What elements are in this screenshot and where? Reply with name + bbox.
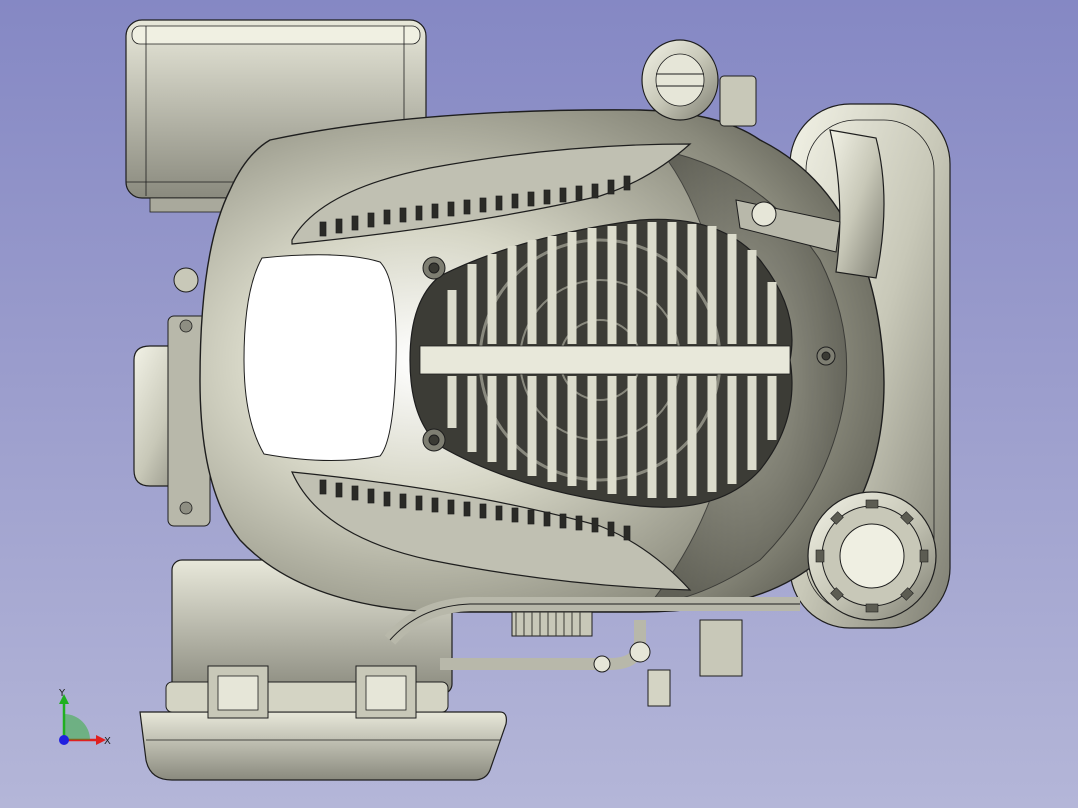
orientation-triad: Y X — [58, 688, 111, 747]
shroud-bolts — [422, 256, 836, 452]
upper-vent-slots — [319, 175, 631, 237]
z-axis-marker — [59, 735, 69, 745]
fuel-line-linkage[interactable] — [384, 597, 800, 707]
y-axis-label: Y — [58, 688, 66, 699]
side-cover[interactable] — [133, 267, 211, 527]
x-axis-label: X — [104, 736, 111, 747]
lower-vent-slots — [319, 479, 631, 541]
axis-quadrant — [64, 714, 90, 740]
fan-grille[interactable] — [409, 218, 793, 508]
muffler[interactable] — [139, 559, 507, 781]
starter-pull-handle[interactable] — [735, 129, 885, 279]
oil-fill-cap[interactable] — [641, 39, 757, 127]
round-port-cap[interactable] — [807, 491, 937, 621]
